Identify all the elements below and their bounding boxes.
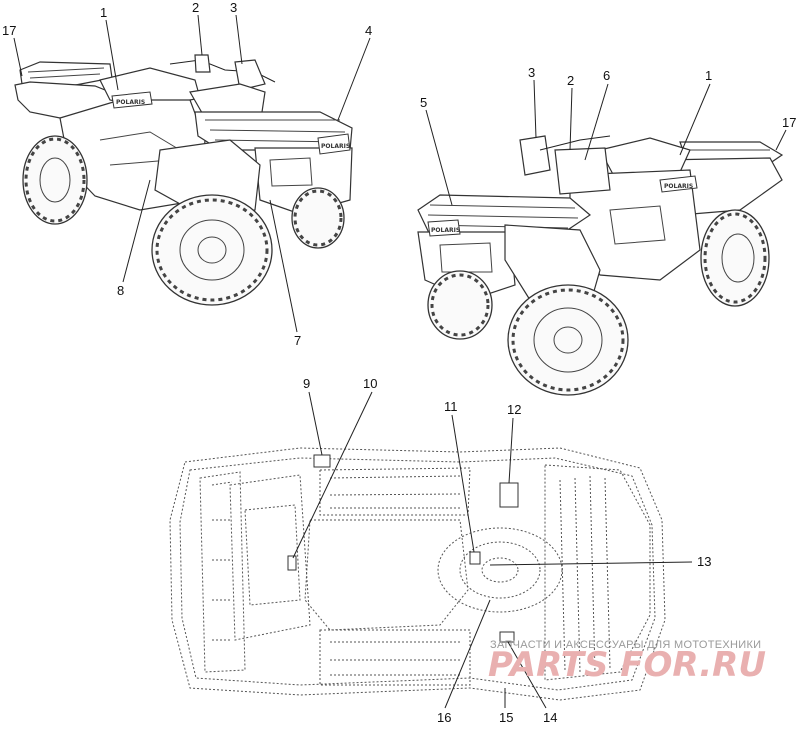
- callout-7: 7: [294, 333, 301, 348]
- callouts-side-view: 3 2 6 1 17 5: [420, 65, 796, 206]
- callout-13: 13: [697, 554, 711, 569]
- callout-15: 15: [499, 710, 513, 725]
- atv-top-view: [169, 447, 666, 701]
- atv-side-view: POLARIS POLARIS: [417, 135, 784, 396]
- callout-1-side: 1: [705, 68, 712, 83]
- callout-1-front: 1: [100, 5, 107, 20]
- callouts-top-view: 9 10 11 12 13 14 15 16: [292, 376, 711, 725]
- watermark: ЗАПЧАСТИ И АКСЕССУАРЫ ДЛЯ МОТОТЕХНИКИ PA…: [488, 639, 766, 685]
- front-side-decal-text: POLARIS: [431, 227, 460, 234]
- callout-16: 16: [437, 710, 451, 725]
- callout-3-side: 3: [528, 65, 535, 80]
- callout-17-front: 17: [2, 23, 16, 38]
- watermark-logo: PARTS FOR.RU: [488, 645, 766, 685]
- callout-2-front: 2: [192, 0, 199, 15]
- callout-10: 10: [363, 376, 377, 391]
- callout-12: 12: [507, 402, 521, 417]
- callout-9: 9: [303, 376, 310, 391]
- watermark-tagline: ЗАПЧАСТИ И АКСЕССУАРЫ ДЛЯ МОТОТЕХНИКИ: [490, 639, 761, 651]
- callout-3-front: 3: [230, 0, 237, 15]
- atv-front-view: POLARIS POLARIS: [14, 54, 353, 306]
- callout-4: 4: [365, 23, 372, 38]
- callout-2-side: 2: [567, 73, 574, 88]
- callout-11: 11: [444, 399, 458, 414]
- rear-decal-text: POLARIS: [664, 183, 693, 190]
- side-decal-text: POLARIS: [116, 99, 145, 106]
- callout-6: 6: [603, 68, 610, 83]
- callouts-front-view: 1 2 3 4 17 8 7: [2, 0, 372, 348]
- callout-17-side: 17: [782, 115, 796, 130]
- callout-8: 8: [117, 283, 124, 298]
- front-decal-text: POLARIS: [321, 143, 350, 150]
- callout-14: 14: [543, 710, 557, 725]
- callout-5: 5: [420, 95, 427, 110]
